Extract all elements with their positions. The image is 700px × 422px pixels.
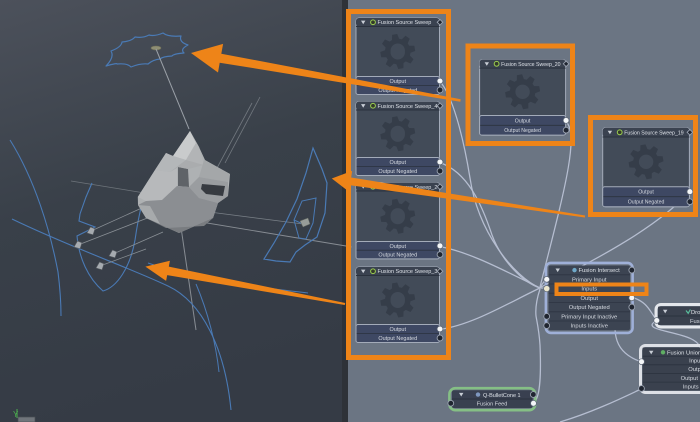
svg-text:Inputs: Inputs — [689, 359, 700, 365]
svg-text:Output Negated: Output Negated — [628, 200, 665, 206]
svg-text:Output Negated: Output Negated — [569, 305, 610, 311]
svg-text:Output: Output — [515, 118, 531, 124]
svg-text:Output: Output — [688, 367, 700, 373]
svg-text:Fusion Union: Fusion Union — [667, 351, 700, 357]
svg-text:Y: Y — [13, 410, 19, 419]
svg-text:Output Negated: Output Negated — [378, 169, 417, 175]
svg-text:Q-BulletCone 1: Q-BulletCone 1 — [483, 393, 521, 399]
svg-text:Output: Output — [389, 327, 406, 333]
svg-text:Output Negated: Output Negated — [504, 128, 541, 134]
svg-text:Inputs Inactive: Inputs Inactive — [571, 324, 608, 330]
svg-text:Output: Output — [389, 244, 406, 250]
svg-text:Fused: Fused — [690, 319, 700, 325]
svg-text:Fusion Source Sweep_4: Fusion Source Sweep_4 — [378, 104, 438, 110]
svg-text:Fusion Intersect: Fusion Intersect — [579, 268, 621, 274]
svg-text:Drop: Drop — [691, 310, 700, 316]
svg-text:Output Nega: Output Nega — [681, 376, 700, 382]
svg-text:Output Negated: Output Negated — [378, 336, 417, 342]
svg-text:Output: Output — [389, 79, 406, 85]
svg-text:Fusion Source Sweep: Fusion Source Sweep — [378, 20, 432, 26]
svg-text:Fusion Feed: Fusion Feed — [477, 402, 508, 408]
svg-text:Primary Input: Primary Input — [572, 278, 607, 284]
svg-text:Fusion Source Sweep_3: Fusion Source Sweep_3 — [378, 269, 438, 275]
svg-text:Output: Output — [581, 296, 599, 302]
svg-text:Output Negated: Output Negated — [378, 253, 417, 259]
svg-text:Fusion Source Sweep_20: Fusion Source Sweep_20 — [501, 62, 561, 68]
svg-text:Inputs: Inputs — [581, 287, 597, 293]
svg-text:Inputs Inac: Inputs Inac — [683, 384, 700, 390]
svg-text:Fusion Source Sweep_19: Fusion Source Sweep_19 — [624, 130, 684, 136]
svg-text:Output: Output — [638, 190, 654, 196]
svg-text:Primary Input Inactive: Primary Input Inactive — [561, 315, 617, 321]
svg-text:Output: Output — [389, 160, 406, 166]
